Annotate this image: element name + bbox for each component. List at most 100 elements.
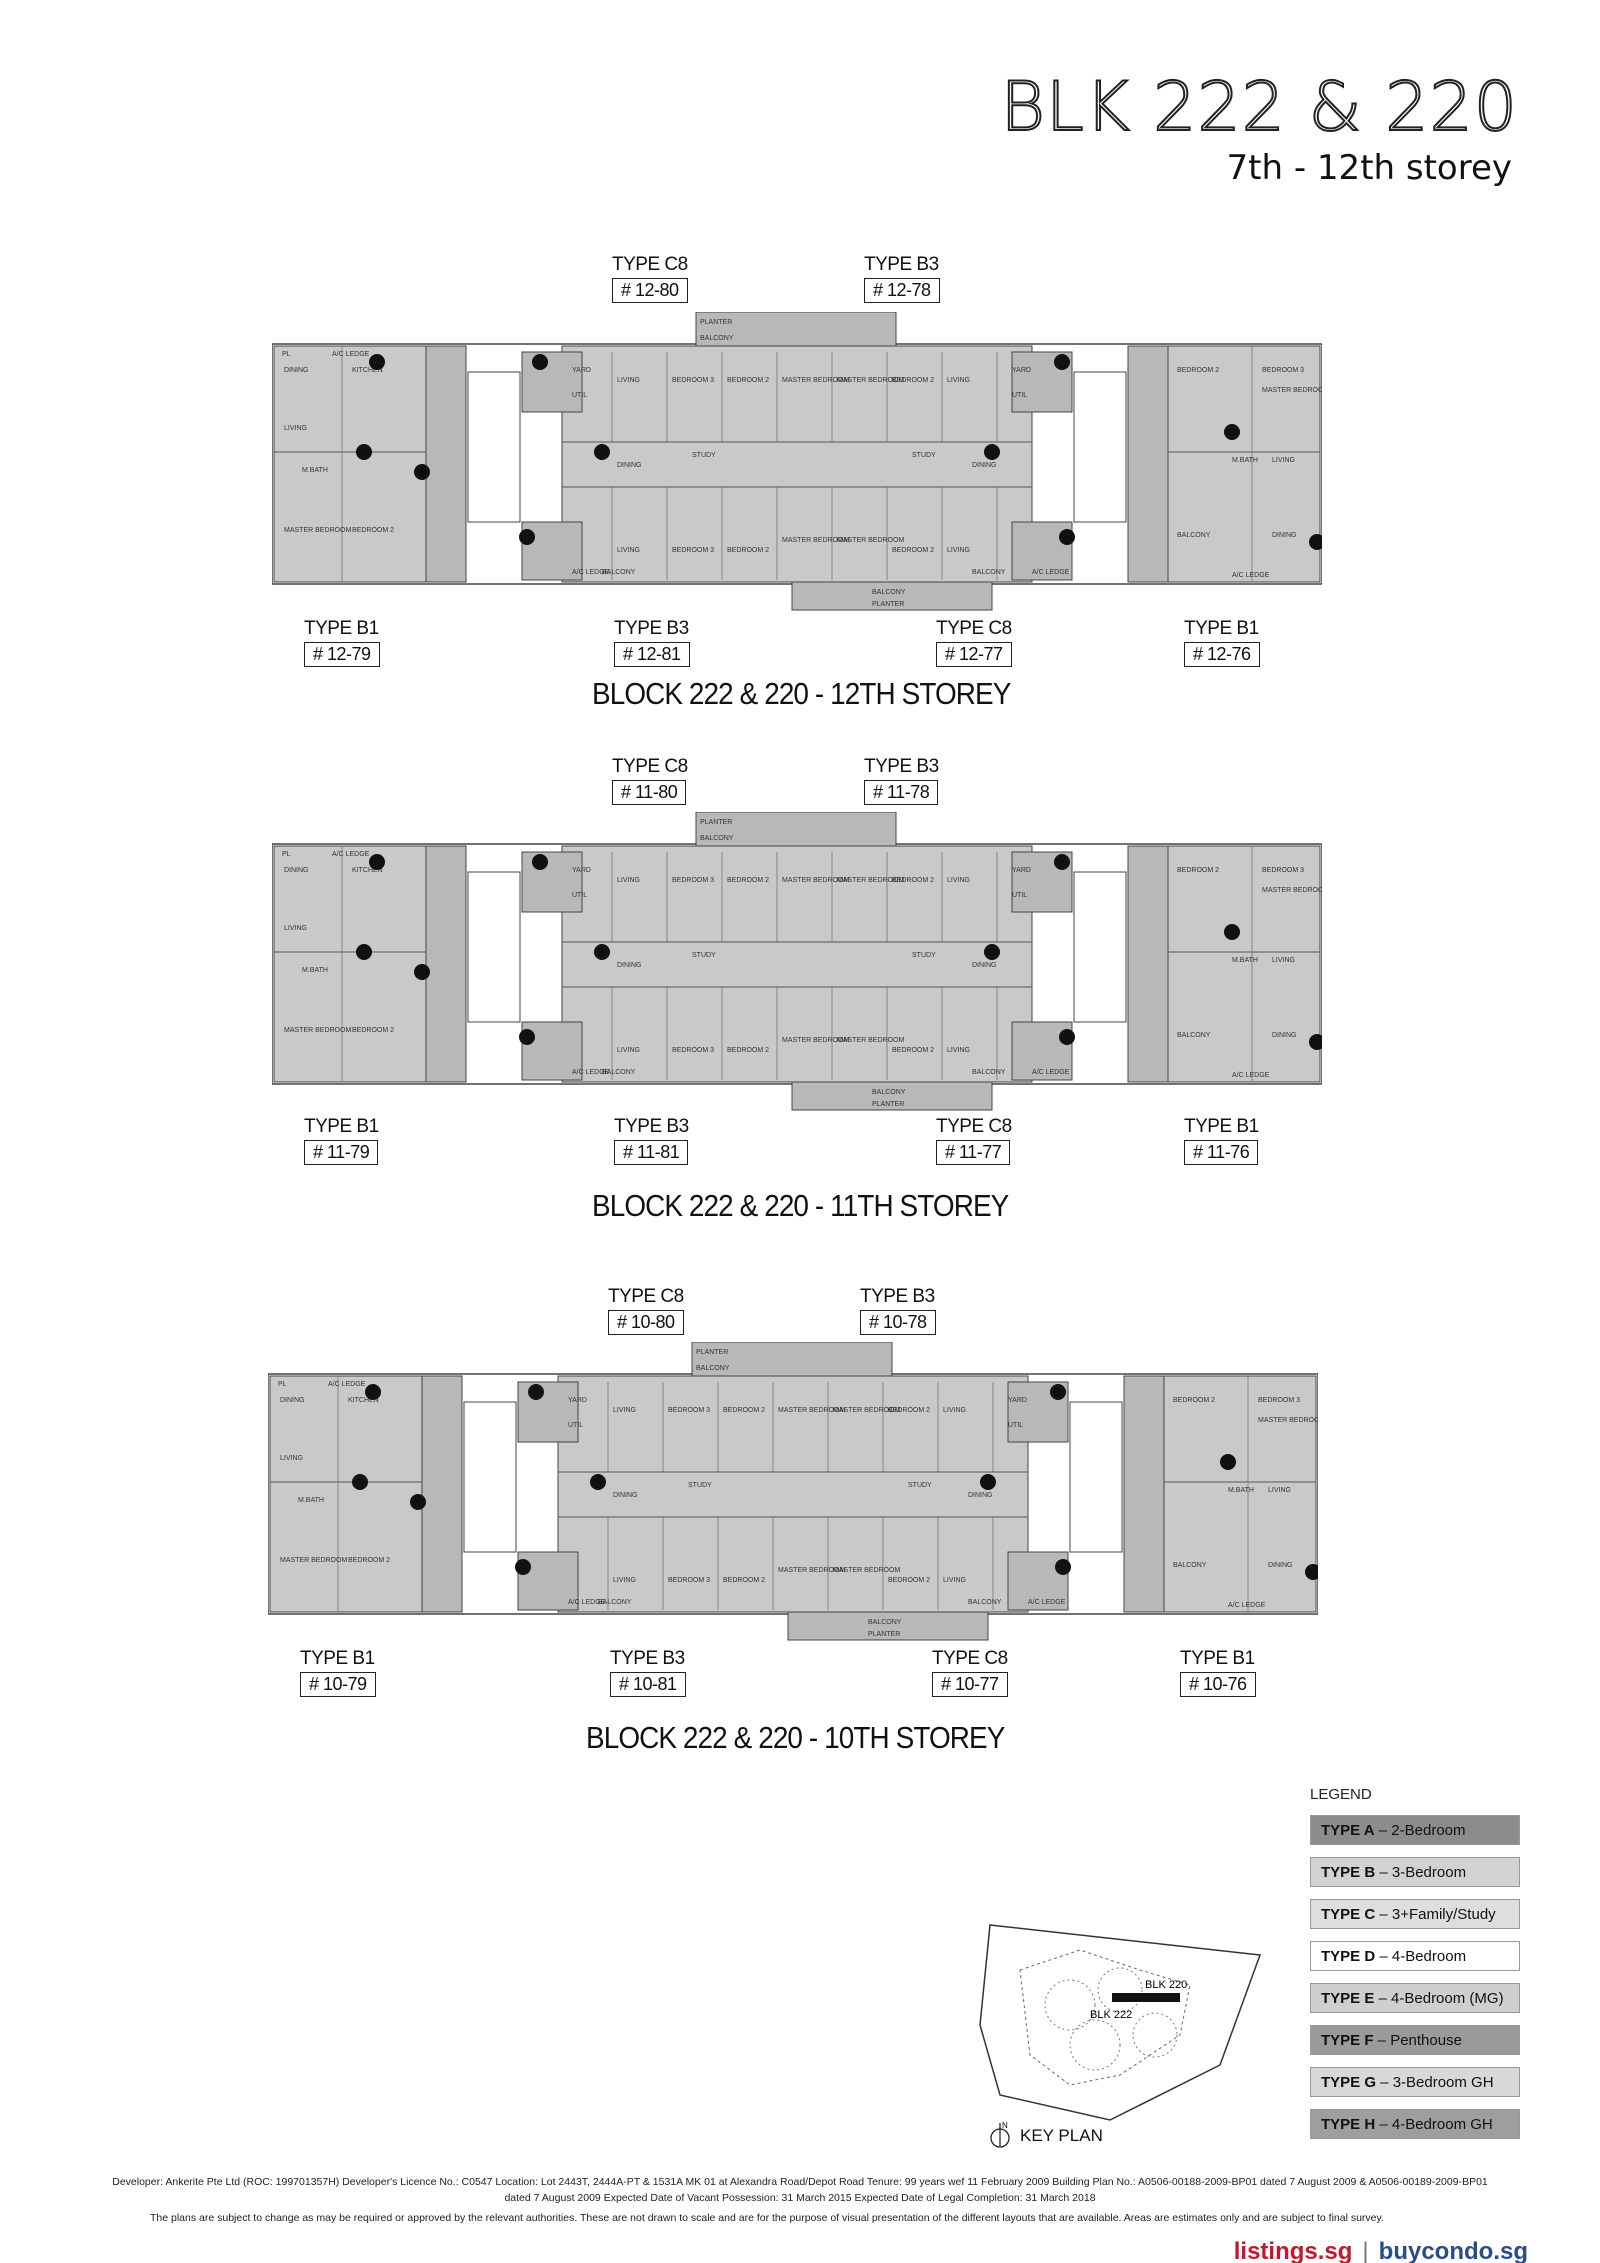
svg-text:BALCONY: BALCONY bbox=[700, 335, 734, 342]
column-marker bbox=[1050, 1384, 1066, 1400]
svg-text:BALCONY: BALCONY bbox=[1173, 1562, 1207, 1569]
brand-buycondo: buycondo.sg bbox=[1378, 2238, 1528, 2263]
svg-text:MASTER BEDROOM: MASTER BEDROOM bbox=[837, 877, 904, 884]
svg-text:LIVING: LIVING bbox=[947, 377, 970, 384]
svg-text:MASTER BEDROOM: MASTER BEDROOM bbox=[284, 1027, 351, 1034]
column-marker bbox=[414, 964, 430, 980]
unit-label-bottom-3: TYPE C8 # 12-77 bbox=[936, 618, 1046, 667]
unit-label-bottom-3: TYPE C8 # 10-77 bbox=[932, 1648, 1042, 1697]
svg-text:KITCHEN: KITCHEN bbox=[352, 867, 383, 874]
svg-text:STUDY: STUDY bbox=[692, 452, 716, 459]
legend-item: TYPE D – 4-Bedroom bbox=[1310, 1941, 1520, 1971]
unit-label-bottom-4: TYPE B1 # 12-76 bbox=[1184, 618, 1294, 667]
svg-text:STUDY: STUDY bbox=[908, 1482, 932, 1489]
column-marker bbox=[515, 1559, 531, 1575]
svg-text:A/C LEDGE: A/C LEDGE bbox=[328, 1381, 366, 1388]
svg-text:DINING: DINING bbox=[284, 367, 309, 374]
svg-text:YARD: YARD bbox=[1012, 367, 1031, 374]
svg-text:MASTER BEDROOM: MASTER BEDROOM bbox=[280, 1557, 347, 1564]
svg-text:M.BATH: M.BATH bbox=[1228, 1487, 1254, 1494]
floor-caption: BLOCK 222 & 220 - 10TH STOREY bbox=[586, 1720, 1005, 1755]
svg-text:LIVING: LIVING bbox=[1272, 457, 1295, 464]
unit-label-bottom-1: TYPE B1 # 11-79 bbox=[304, 1116, 414, 1165]
brand-listings: listings.sg bbox=[1233, 2238, 1353, 2263]
page-subtitle: 7th - 12th storey bbox=[1226, 148, 1512, 188]
svg-text:MASTER BEDROOM: MASTER BEDROOM bbox=[1258, 1417, 1318, 1424]
svg-text:BEDROOM 2: BEDROOM 2 bbox=[892, 1047, 934, 1054]
blk-222-label: BLK 222 bbox=[1090, 2009, 1132, 2021]
column-marker bbox=[1305, 1564, 1321, 1580]
svg-text:A/C LEDGE: A/C LEDGE bbox=[332, 851, 370, 858]
svg-text:A/C LEDGE: A/C LEDGE bbox=[1228, 1602, 1266, 1609]
unit-label-bottom-3: TYPE C8 # 11-77 bbox=[936, 1116, 1046, 1165]
svg-text:A/C LEDGE: A/C LEDGE bbox=[1232, 1072, 1270, 1079]
legend-item: TYPE A – 2-Bedroom bbox=[1310, 1815, 1520, 1845]
footer-dates: dated 7 August 2009 Expected Date of Vac… bbox=[504, 2192, 1096, 2204]
svg-text:DINING: DINING bbox=[972, 962, 997, 969]
column-marker bbox=[532, 854, 548, 870]
svg-text:BALCONY: BALCONY bbox=[700, 835, 734, 842]
svg-text:BALCONY: BALCONY bbox=[872, 1089, 906, 1096]
svg-text:PLANTER: PLANTER bbox=[696, 1349, 728, 1356]
unit-label-top-1: TYPE C8 # 12-80 bbox=[612, 254, 722, 303]
column-marker bbox=[590, 1474, 606, 1490]
svg-text:MASTER BEDROOM: MASTER BEDROOM bbox=[782, 1037, 849, 1044]
svg-text:BEDROOM 2: BEDROOM 2 bbox=[723, 1577, 765, 1584]
svg-text:BEDROOM 2: BEDROOM 2 bbox=[348, 1557, 390, 1564]
svg-text:BEDROOM 2: BEDROOM 2 bbox=[1177, 367, 1219, 374]
svg-text:BEDROOM 3: BEDROOM 3 bbox=[672, 877, 714, 884]
column-marker bbox=[519, 1029, 535, 1045]
svg-text:DINING: DINING bbox=[1268, 1562, 1293, 1569]
svg-text:LIVING: LIVING bbox=[617, 1047, 640, 1054]
floor-plan: PLANTER BALCONY DINING LIVING MASTER BEDROOM… bbox=[267, 1341, 1325, 1647]
svg-text:LIVING: LIVING bbox=[617, 877, 640, 884]
legend-item: TYPE H – 4-Bedroom GH bbox=[1310, 2109, 1520, 2139]
svg-text:MASTER BEDROOM: MASTER BEDROOM bbox=[833, 1407, 900, 1414]
svg-text:YARD: YARD bbox=[1008, 1397, 1027, 1404]
svg-text:LIVING: LIVING bbox=[617, 377, 640, 384]
svg-text:STUDY: STUDY bbox=[912, 452, 936, 459]
floor-plan: PLANTER BALCONY DINING LIVING MASTER BEDROOM… bbox=[271, 811, 1329, 1117]
svg-text:MASTER BEDROOM: MASTER BEDROOM bbox=[778, 1407, 845, 1414]
svg-text:LIVING: LIVING bbox=[280, 1455, 303, 1462]
svg-text:PL: PL bbox=[282, 851, 291, 858]
unit-label-bottom-4: TYPE B1 # 11-76 bbox=[1184, 1116, 1294, 1165]
svg-text:STUDY: STUDY bbox=[688, 1482, 712, 1489]
svg-text:UTIL: UTIL bbox=[572, 892, 587, 899]
svg-text:A/C LEDGE: A/C LEDGE bbox=[1032, 569, 1070, 576]
column-marker bbox=[1309, 1034, 1325, 1050]
unit-label-top-1: TYPE C8 # 10-80 bbox=[608, 1286, 718, 1335]
svg-text:BEDROOM 2: BEDROOM 2 bbox=[888, 1407, 930, 1414]
svg-text:A/C LEDGE: A/C LEDGE bbox=[332, 351, 370, 358]
svg-text:MASTER BEDROOM: MASTER BEDROOM bbox=[284, 527, 351, 534]
column-marker bbox=[1054, 854, 1070, 870]
svg-text:BALCONY: BALCONY bbox=[972, 569, 1006, 576]
svg-text:LIVING: LIVING bbox=[613, 1577, 636, 1584]
svg-text:DINING: DINING bbox=[1272, 1032, 1297, 1039]
floor-caption: BLOCK 222 & 220 - 11TH STOREY bbox=[592, 1188, 1009, 1223]
svg-text:M.BATH: M.BATH bbox=[1232, 957, 1258, 964]
svg-text:BEDROOM 3: BEDROOM 3 bbox=[672, 547, 714, 554]
north-arrow-icon: N bbox=[990, 2121, 1010, 2148]
svg-text:DINING: DINING bbox=[617, 962, 642, 969]
svg-text:MASTER BEDROOM: MASTER BEDROOM bbox=[1262, 887, 1322, 894]
svg-text:BEDROOM 2: BEDROOM 2 bbox=[727, 547, 769, 554]
svg-text:LIVING: LIVING bbox=[284, 425, 307, 432]
column-marker bbox=[352, 1474, 368, 1490]
svg-text:PLANTER: PLANTER bbox=[700, 819, 732, 826]
svg-text:MASTER BEDROOM: MASTER BEDROOM bbox=[782, 377, 849, 384]
svg-text:MASTER BEDROOM: MASTER BEDROOM bbox=[837, 537, 904, 544]
svg-text:LIVING: LIVING bbox=[1268, 1487, 1291, 1494]
unit-label-bottom-2: TYPE B3 # 12-81 bbox=[614, 618, 724, 667]
svg-text:DINING: DINING bbox=[284, 867, 309, 874]
unit-label-bottom-2: TYPE B3 # 11-81 bbox=[614, 1116, 724, 1165]
legend-item: TYPE G – 3-Bedroom GH bbox=[1310, 2067, 1520, 2097]
column-marker bbox=[984, 444, 1000, 460]
column-marker bbox=[365, 1384, 381, 1400]
svg-text:UTIL: UTIL bbox=[1012, 392, 1027, 399]
column-marker bbox=[594, 944, 610, 960]
svg-text:BALCONY: BALCONY bbox=[868, 1619, 902, 1626]
unit-label-top-1: TYPE C8 # 11-80 bbox=[612, 756, 722, 805]
svg-text:UTIL: UTIL bbox=[568, 1422, 583, 1429]
